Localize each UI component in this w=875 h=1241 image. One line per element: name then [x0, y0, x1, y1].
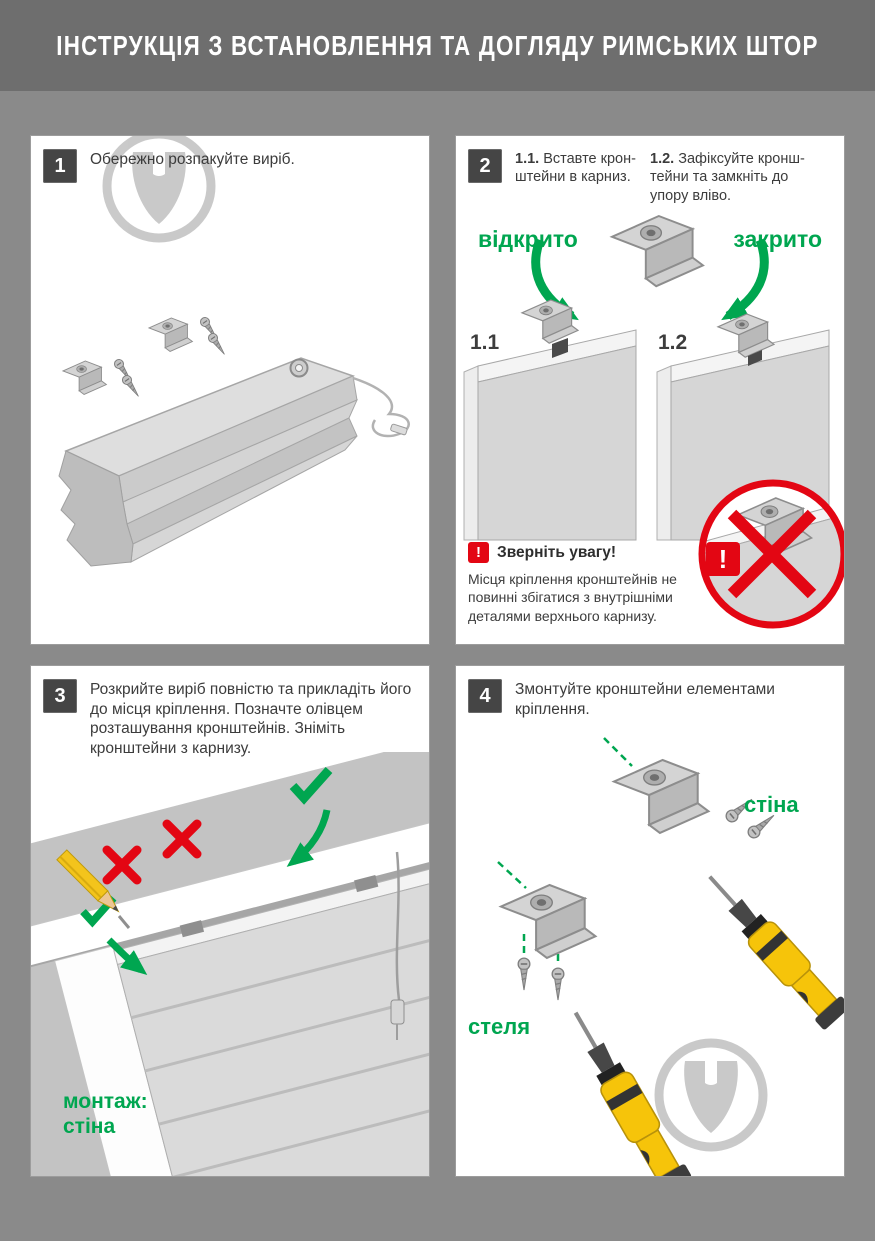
green-arrow-icon [286, 809, 331, 867]
alert-icon: ! [706, 542, 740, 576]
screw-icon [551, 967, 565, 1001]
drill-icon [694, 862, 844, 1033]
step2-instruction-1: 1.1. Вставте крон-штейни в карниз. [515, 151, 636, 186]
warning-note: ! Зверніть увагу! Місця кріплення кроншт… [468, 542, 706, 625]
step3-number-badge: 3 [43, 679, 77, 713]
warning-text: Місця кріплення кронштейнів не повинні з… [468, 571, 677, 624]
wall-label: стіна [744, 792, 799, 817]
warning-header: ! Зверніть увагу! [468, 542, 706, 563]
cord [352, 376, 410, 438]
step3-illustration [31, 752, 429, 1176]
step4-header: 4 Змонтуйте кронштейни елементами кріпле… [456, 666, 844, 719]
panel-step-3: 3 Розкрийте виріб повністю та прикладіть… [30, 665, 430, 1177]
green-arrow-icon [106, 937, 148, 975]
drill-icon [559, 1003, 692, 1176]
closed-arrow-icon [721, 238, 769, 321]
open-label: відкрито [478, 226, 578, 252]
step2-illustration: 1.1 1.2 [463, 215, 844, 629]
step3-header: 3 Розкрийте виріб повністю та прикладіть… [31, 666, 429, 758]
folded-blind [58, 357, 410, 567]
cord [395, 851, 401, 1001]
closed-label: закрито [733, 226, 822, 252]
panel-step-2: 2 1.1. Вставте крон-штейни в карниз. 1.2… [455, 135, 845, 645]
page-title: ІНСТРУКЦІЯ З ВСТАНОВЛЕННЯ ТА ДОГЛЯДУ РИМ… [56, 29, 819, 61]
step1-header: 1 Обережно розпакуйте виріб. [31, 136, 429, 183]
panel-step-1: 1 Обережно розпакуйте виріб. [30, 135, 430, 645]
screw-icon [517, 957, 531, 991]
step2-number-badge: 2 [468, 149, 502, 183]
bracket-icon [62, 357, 143, 400]
cornice-figure-1 [463, 299, 637, 541]
figure1-label: 1.1 [470, 331, 500, 354]
step4-instruction: Змонтуйте кронштейни елементами кріпленн… [515, 681, 775, 718]
figure2-label: 1.2 [658, 331, 687, 354]
watermark-logo [659, 1043, 763, 1147]
bracket-icon [499, 883, 597, 959]
bracket-icon [148, 315, 229, 358]
ceiling-label: стеля [468, 1014, 531, 1039]
step3-instruction: Розкрийте виріб повністю та прикладіть й… [90, 681, 412, 757]
step1-illustration [58, 136, 410, 567]
step1-instruction: Обережно розпакуйте виріб. [90, 151, 295, 168]
window-scene [31, 752, 429, 1176]
bracket-icon [611, 215, 704, 288]
panel-step-4: 4 Змонтуйте кронштейни елементами кріпле… [455, 665, 845, 1177]
warning-title: Зверніть увагу! [497, 543, 617, 561]
warning-icon: ! [468, 542, 489, 563]
step2-instruction-2: 1.2. Зафіксуйте кронш-тейни та замкніть … [650, 151, 805, 204]
pencil-mark [117, 915, 131, 929]
page-header: ІНСТРУКЦІЯ З ВСТАНОВЛЕННЯ ТА ДОГЛЯДУ РИМ… [0, 0, 875, 91]
cord-weight [390, 999, 405, 1025]
mounting-caption: монтаж: стіна [63, 1090, 148, 1139]
step4-number-badge: 4 [468, 679, 502, 713]
bracket-icon [612, 758, 710, 834]
step2-header: 2 1.1. Вставте крон-штейни в карниз. 1.2… [456, 136, 844, 205]
step4-illustration [497, 737, 844, 1176]
pencil-icon [56, 849, 120, 913]
step1-number-badge: 1 [43, 149, 77, 183]
wrong-placement-circle [698, 479, 844, 629]
